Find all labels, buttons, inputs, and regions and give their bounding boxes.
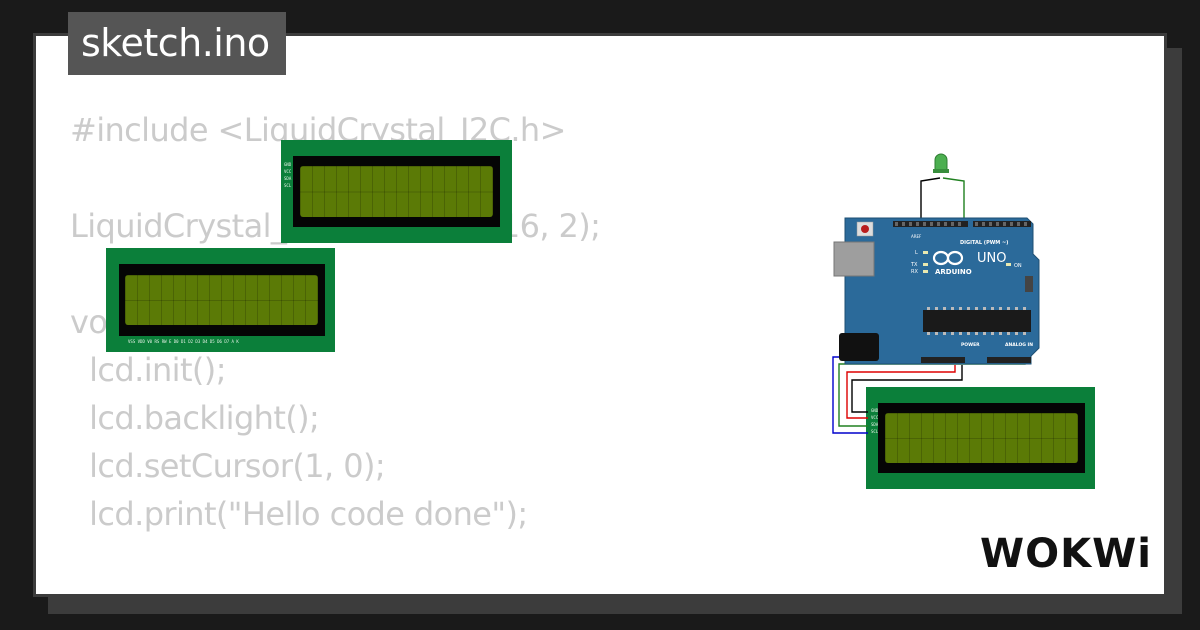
code-line: lcd.init(); [70, 351, 226, 389]
lcd-screen [300, 166, 493, 217]
wire-vcc [846, 365, 956, 419]
arduino-uno-board[interactable]: AREF DIGITAL (PWM ~) L TX RX UNO ARDUINO… [833, 217, 1040, 365]
code-editor: #include <LiquidCrystal_I2C.h>LiquidCrys… [70, 106, 601, 538]
board-brand: ARDUINO [935, 268, 972, 276]
lcd-parallel-left[interactable]: VSS VDD V0 RS RW E D0 D1 D2 D3 D4 D5 D6 … [106, 248, 335, 352]
pin-label-scl: SCL [284, 183, 292, 188]
atmega-chip [923, 310, 1031, 332]
code-line: lcd.backlight(); [70, 399, 320, 437]
lcd-screen [885, 413, 1078, 463]
wokwi-logo-text: WOKWi [980, 531, 1150, 577]
lcd-i2c-right[interactable]: GND VCC SDA SCL [866, 387, 1095, 489]
usb-port-icon [833, 241, 875, 277]
power-jack-icon [839, 333, 879, 361]
pin-label-sda: SDA [871, 422, 879, 427]
lcd-parallel-pin-labels: VSS VDD V0 RS RW E D0 D1 D2 D3 D4 D5 D6 … [128, 339, 239, 344]
pin-label-gnd: GND [284, 162, 292, 167]
label-digital: DIGITAL (PWM ~) [960, 240, 1008, 246]
led-green-icon[interactable] [933, 153, 949, 173]
pin-label-vcc: VCC [284, 169, 292, 174]
wire-led-anode [942, 177, 965, 220]
label-aref: AREF [911, 234, 922, 239]
wire-gnd [851, 365, 963, 413]
label-l: L [915, 250, 918, 256]
wire-sda [838, 356, 1026, 427]
wokwi-logo-icon: WOKWi [980, 531, 1150, 577]
reset-button-icon[interactable] [856, 221, 874, 237]
label-tx: TX [910, 262, 918, 268]
wire-led-cathode [920, 177, 941, 220]
board-model: UNO [977, 251, 1006, 266]
pin-label-vcc: VCC [871, 415, 879, 420]
label-on: ON [1014, 263, 1022, 269]
lcd-screen [125, 275, 318, 325]
lcd-i2c-pin-labels: GND VCC SDA SCL [871, 407, 878, 435]
code-line: lcd.setCursor(1, 0); [70, 447, 386, 485]
lcd-i2c-top[interactable]: GND VCC SDA SCL [281, 140, 512, 243]
label-rx: RX [911, 269, 918, 275]
pin-label-sda: SDA [284, 176, 292, 181]
pin-label-scl: SCL [871, 429, 879, 434]
code-line: lcd.print("Hello code done"); [70, 495, 528, 533]
arduino-infinity-logo-icon [932, 250, 964, 266]
pin-label-gnd: GND [871, 408, 879, 413]
file-tab[interactable]: sketch.ino [68, 12, 286, 75]
label-analog: ANALOG IN [1005, 342, 1033, 348]
wire-scl [832, 356, 1019, 434]
label-power: POWER [961, 342, 980, 348]
lcd-i2c-pin-labels: GND VCC SDA SCL [284, 161, 291, 189]
circuit-diagram: AREF DIGITAL (PWM ~) L TX RX UNO ARDUINO… [832, 153, 1040, 434]
